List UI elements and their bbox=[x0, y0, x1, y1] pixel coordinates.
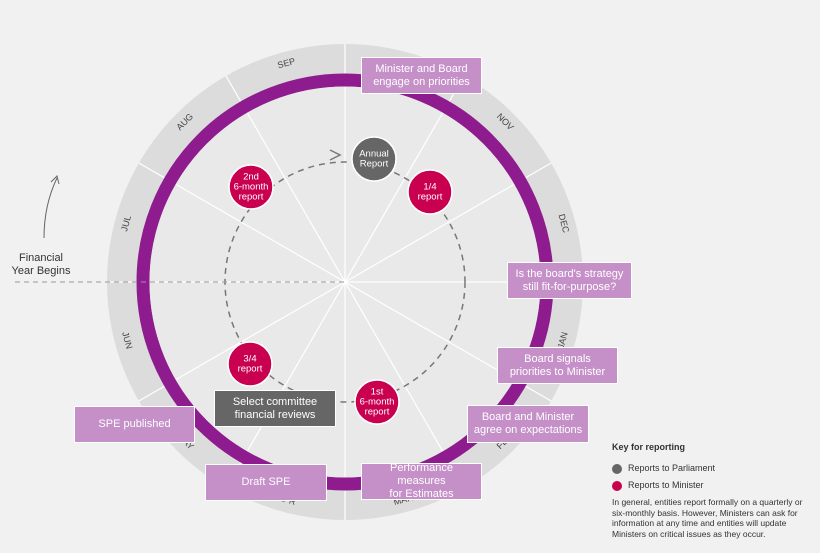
board-signals-priorities-box: Board signals priorities to Minister bbox=[497, 347, 618, 384]
inner-spoke bbox=[175, 281, 346, 381]
reporting-key: Key for reporting Reports to Parliament … bbox=[612, 442, 817, 539]
inner-spoke bbox=[344, 112, 444, 283]
key-label-minister: Reports to Minister bbox=[628, 480, 704, 490]
quarter-report-dot bbox=[407, 169, 453, 215]
key-label-parliament: Reports to Parliament bbox=[628, 463, 716, 473]
cycle-arrowhead bbox=[329, 149, 342, 161]
performance-measures-box: Performance measures for Estimates bbox=[361, 462, 482, 500]
key-title: Key for reporting bbox=[612, 442, 686, 452]
month-label-jan: JAN bbox=[556, 331, 570, 350]
financial-year-label: Financial Year Begins bbox=[11, 252, 71, 277]
financial-year-arrowhead bbox=[50, 175, 60, 185]
minister-board-engage-box: Minister and Board engage on priorities bbox=[361, 57, 482, 94]
first-6-month-report-dot bbox=[354, 379, 400, 425]
key-item-minister: Reports to Minister bbox=[612, 480, 817, 491]
inner-spoke bbox=[344, 183, 515, 283]
annual-report-dot bbox=[351, 136, 397, 182]
financial-year-arrow bbox=[43, 177, 58, 239]
inner-spoke bbox=[175, 183, 346, 283]
minister-dot-icon bbox=[612, 480, 622, 491]
month-label-dec: DEC bbox=[557, 213, 572, 234]
board-minister-expectations-box: Board and Minister agree on expectations bbox=[467, 405, 589, 443]
second-6-month-report-dot bbox=[228, 164, 274, 210]
month-label-sep: SEP bbox=[276, 56, 296, 70]
parliament-dot-icon bbox=[612, 463, 622, 474]
inner-spoke bbox=[246, 112, 346, 283]
spe-published-box: SPE published bbox=[74, 406, 195, 443]
inner-spoke bbox=[344, 281, 515, 381]
month-label-jun: JUN bbox=[120, 331, 134, 350]
draft-spe-box: Draft SPE bbox=[205, 464, 327, 501]
key-note: In general, entities report formally on … bbox=[612, 497, 803, 539]
month-label-jul: JUL bbox=[119, 214, 133, 232]
three-quarter-report-dot bbox=[227, 341, 273, 387]
select-committee-box: Select committee financial reviews bbox=[214, 390, 336, 427]
board-strategy-question-box: Is the board's strategy still fit-for-pu… bbox=[507, 262, 632, 299]
key-item-parliament: Reports to Parliament bbox=[612, 463, 817, 474]
inner-spoke bbox=[344, 281, 444, 452]
